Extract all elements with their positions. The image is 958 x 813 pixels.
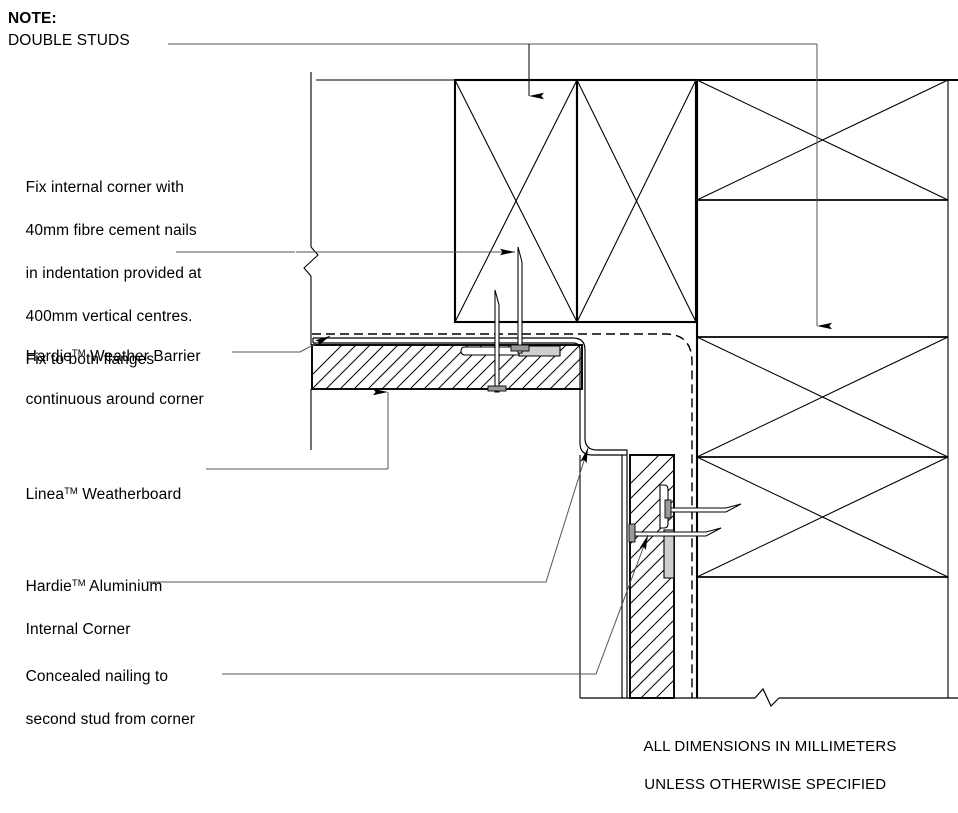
note-aluminium-internal-corner: HardieTM Aluminium Internal Corner xyxy=(8,551,163,662)
return-wall-studs-group xyxy=(695,78,958,698)
nail-concealed-lower xyxy=(628,523,722,543)
note-heading: NOTE: xyxy=(8,10,57,27)
linea-name: Weatherboard xyxy=(77,485,182,503)
aluminium-line-2: Internal Corner xyxy=(25,620,131,638)
wall-frame-lines xyxy=(303,72,455,450)
aluminium-brand: Hardie xyxy=(25,577,72,595)
note-dimensions: ALL DIMENSIONS IN MILLIMETERS UNLESS OTH… xyxy=(627,718,896,813)
linea-brand: Linea xyxy=(25,485,65,503)
trademark-superscript: TM xyxy=(71,347,86,359)
fix-line-1: Fix internal corner with xyxy=(25,178,184,196)
leader-weather-barrier xyxy=(232,335,331,353)
note-fix-internal-corner: Fix internal corner with 40mm fibre ceme… xyxy=(8,155,202,392)
leader-aluminium-corner xyxy=(146,447,589,583)
weather-barrier-brand: Hardie xyxy=(25,347,72,365)
side-stud-lower xyxy=(696,336,949,458)
technical-drawing-canvas xyxy=(146,43,958,708)
note-linea-weatherboard: LineaTM Weatherboard xyxy=(8,459,182,527)
side-stud-bottom xyxy=(696,456,949,578)
dimension-line-2: UNLESS OTHERWISE SPECIFIED xyxy=(644,776,887,793)
double-stud-right-upper xyxy=(575,78,698,324)
note-body: DOUBLE STUDS xyxy=(8,31,130,49)
hardie-aluminium-internal-corner xyxy=(312,337,675,698)
fix-line-3: in indentation provided at xyxy=(25,264,202,282)
trademark-superscript: TM xyxy=(64,485,78,497)
dimension-line-1: ALL DIMENSIONS IN MILLIMETERS xyxy=(643,738,897,755)
nails-group xyxy=(487,246,742,543)
double-stud-left-upper xyxy=(453,78,579,324)
side-stud-top xyxy=(696,79,949,201)
leader-concealed-nailing xyxy=(222,534,649,675)
leader-lines-group xyxy=(146,43,832,675)
trademark-superscript: TM xyxy=(71,577,86,589)
nail-face-fix-lower xyxy=(487,289,507,393)
aluminium-name: Aluminium xyxy=(85,577,163,595)
fix-line-4: 400mm vertical centres. xyxy=(25,307,193,325)
nail-face-fix-upper xyxy=(510,246,530,354)
drawing-sheet: NOTE: DOUBLE STUDS Fix internal corner wi… xyxy=(8,8,958,793)
weather-barrier-line-2: continuous around corner xyxy=(25,390,204,408)
note-concealed-nailing: Concealed nailing to second stud from co… xyxy=(8,644,195,752)
double-studs-group xyxy=(453,78,698,324)
leader-linea-weatherboard xyxy=(206,388,389,470)
note-double-studs: NOTE: DOUBLE STUDS xyxy=(8,8,130,51)
weather-barrier-name: Weather Barrier xyxy=(85,347,201,365)
concealed-line-1: Concealed nailing to xyxy=(25,667,169,685)
concealed-line-2: second stud from corner xyxy=(25,710,196,728)
leader-double-studs xyxy=(168,43,832,330)
hardie-weather-barrier xyxy=(312,333,693,698)
fix-line-5: Fix to both flanges xyxy=(25,350,155,368)
nail-concealed-upper xyxy=(664,499,742,519)
note-weather-barrier: HardieTM Weather Barrier continuous arou… xyxy=(8,321,204,432)
fix-line-2: 40mm fibre cement nails xyxy=(25,221,197,239)
